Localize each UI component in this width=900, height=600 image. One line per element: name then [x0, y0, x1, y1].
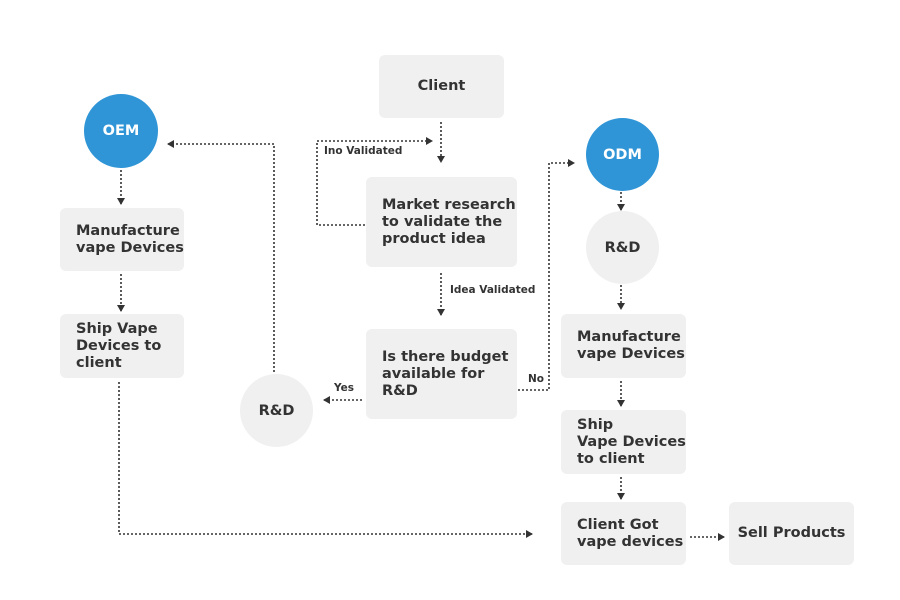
- node-sell-products: Sell Products: [729, 502, 854, 565]
- node-oem-manufacture: Manufacture vape Devices: [60, 208, 184, 271]
- node-rd-odm: R&D: [586, 211, 659, 284]
- label-no-validated: Ino Validated: [324, 145, 403, 157]
- node-market-research: Market research to validate the product …: [366, 177, 517, 267]
- edge-budget-to-odm: [518, 159, 575, 391]
- node-odm-ship: Ship Vape Devices to client: [561, 410, 686, 474]
- node-oem-ship: Ship Vape Devices to client: [60, 314, 184, 378]
- node-client: Client: [379, 55, 504, 118]
- node-budget-question: Is there budget available for R&D: [366, 329, 517, 419]
- node-odm-manufacture: Manufacture vape Devices: [561, 314, 686, 378]
- edge-oem-ship-to-client-got: [118, 382, 533, 538]
- edge-research-loop: [316, 137, 433, 226]
- node-client-got: Client Got vape devices: [561, 502, 686, 565]
- label-no: No: [528, 373, 545, 385]
- node-odm: ODM: [586, 118, 659, 191]
- node-rd-center: R&D: [240, 374, 313, 447]
- edge-rd-to-oem: [167, 140, 275, 372]
- label-idea-validated: Idea Validated: [450, 284, 536, 296]
- label-yes: Yes: [334, 382, 355, 394]
- node-oem: OEM: [84, 94, 158, 168]
